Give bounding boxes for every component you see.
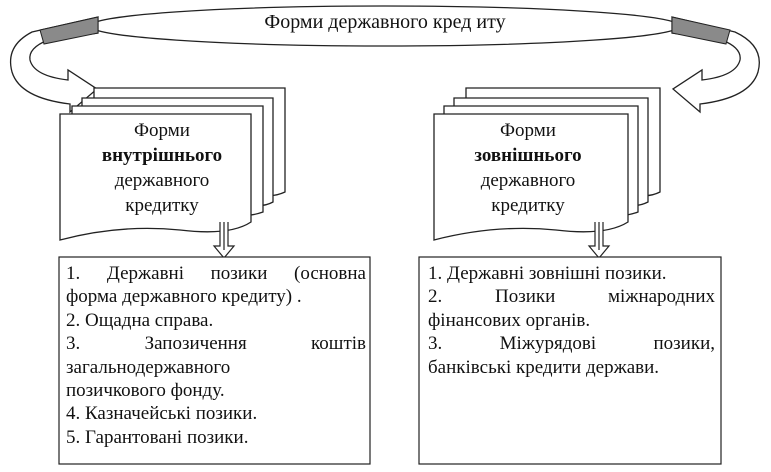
list-item: 5. Гарантовані позики. [66, 426, 249, 448]
diagram-title: Форми державного кред иту [264, 11, 506, 33]
internal-forms-document [59, 87, 286, 241]
external-forms-document [433, 87, 661, 241]
internal-line-3: державного [114, 170, 210, 191]
internal-credit-list: 1. Державні позики (основна форма держав… [66, 262, 366, 449]
list-item: 1. Державні зовнішні позики. [428, 263, 667, 284]
list-item: позичкового фонду. [66, 380, 225, 402]
list-item: фінансових органів. [428, 309, 591, 331]
external-credit-list: 1. Державні зовнішні позики. 2. Позики м… [428, 262, 715, 379]
list-item: 3. Запозичення коштів [66, 333, 366, 355]
internal-line-1: Форми [134, 120, 190, 141]
list-item: 1. Державні позики (основна [66, 263, 366, 284]
list-item: банківські кредити держави. [428, 356, 660, 378]
list-item: 2. Ощадна справа. [66, 309, 214, 331]
external-line-1: Форми [500, 120, 556, 141]
list-item: 2. Позики міжнародних [428, 286, 715, 308]
internal-forms-heading: Форми внутрішнього державного кредитку [62, 118, 262, 218]
internal-line-2: внутрішнього [101, 145, 223, 166]
list-item: 4. Казначейські позики. [66, 403, 258, 425]
external-line-3: державного [480, 170, 576, 191]
external-list-box [418, 256, 722, 465]
internal-list-box [58, 256, 371, 465]
external-line-2: зовнішнього [474, 145, 582, 166]
list-item: загальнодержавного [66, 356, 231, 378]
list-item: форма державного кредиту) . [66, 286, 302, 308]
right-curved-arrow [671, 16, 760, 114]
external-line-4: кредитку [491, 195, 565, 216]
external-forms-heading: Форми зовнішнього державного кредитку [438, 118, 618, 218]
list-item: 3. Міжурядові позики, [428, 333, 715, 355]
internal-line-4: кредитку [125, 195, 199, 216]
